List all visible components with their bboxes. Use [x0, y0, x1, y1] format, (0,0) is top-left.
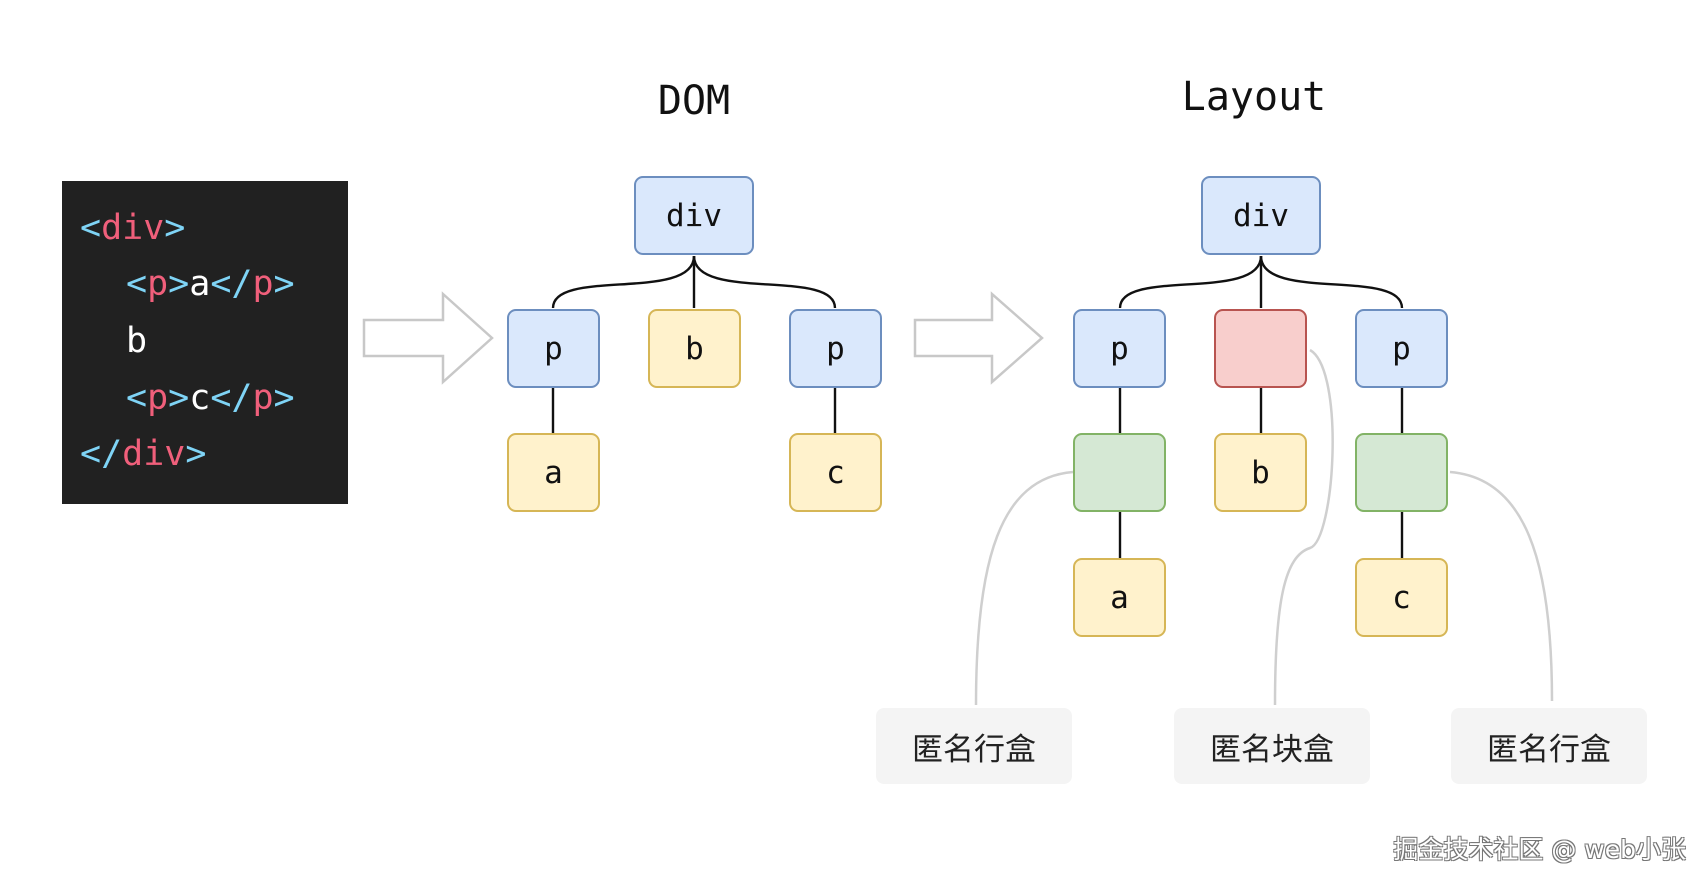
dom-node-p-2: p: [789, 309, 882, 388]
layout-tree-edges: [1118, 255, 1404, 558]
layout-node-anon-block: [1214, 309, 1307, 388]
dom-node-text-b: b: [648, 309, 741, 388]
code-line-5: </div>: [80, 434, 207, 474]
watermark: 掘金技术社区 @ web小张: [1393, 835, 1686, 864]
arrow-dom-to-layout: [913, 291, 1044, 385]
dom-node-text-c: c: [789, 433, 882, 512]
dom-node-div: div: [634, 176, 754, 255]
dom-node-p-1: p: [507, 309, 600, 388]
arrow-code-to-dom: [362, 291, 494, 385]
code-line-3: b: [126, 321, 148, 361]
code-line-1: <div>: [80, 208, 186, 248]
layout-node-div: div: [1201, 176, 1321, 255]
layout-node-p-1: p: [1073, 309, 1166, 388]
layout-node-anon-inline-2: [1355, 433, 1448, 512]
dom-node-text-a: a: [507, 433, 600, 512]
layout-node-text-b: b: [1214, 433, 1307, 512]
label-anon-inline-2: 匿名行盒: [1451, 708, 1647, 784]
layout-node-text-a: a: [1073, 558, 1166, 637]
flow-arrows: [362, 291, 1044, 385]
html-code-panel: <div> <p>a</p> b <p>c</p> </div>: [62, 181, 348, 504]
layout-node-p-2: p: [1355, 309, 1448, 388]
code-line-4: <p>c</p>: [126, 378, 295, 418]
dom-tree-edges: [551, 255, 837, 433]
callout-anon-inline-2: [1449, 470, 1554, 702]
callout-anon-block: [1273, 348, 1334, 706]
label-anon-inline-1: 匿名行盒: [876, 708, 1072, 784]
layout-node-anon-inline-1: [1073, 433, 1166, 512]
dom-title: DOM: [657, 78, 731, 124]
callout-anon-inline-1: [974, 470, 1074, 706]
label-callout-lines: [974, 348, 1554, 706]
layout-title: Layout: [1181, 74, 1327, 120]
layout-node-text-c: c: [1355, 558, 1448, 637]
label-anon-block: 匿名块盒: [1174, 708, 1370, 784]
code-line-2: <p>a</p>: [126, 264, 295, 304]
